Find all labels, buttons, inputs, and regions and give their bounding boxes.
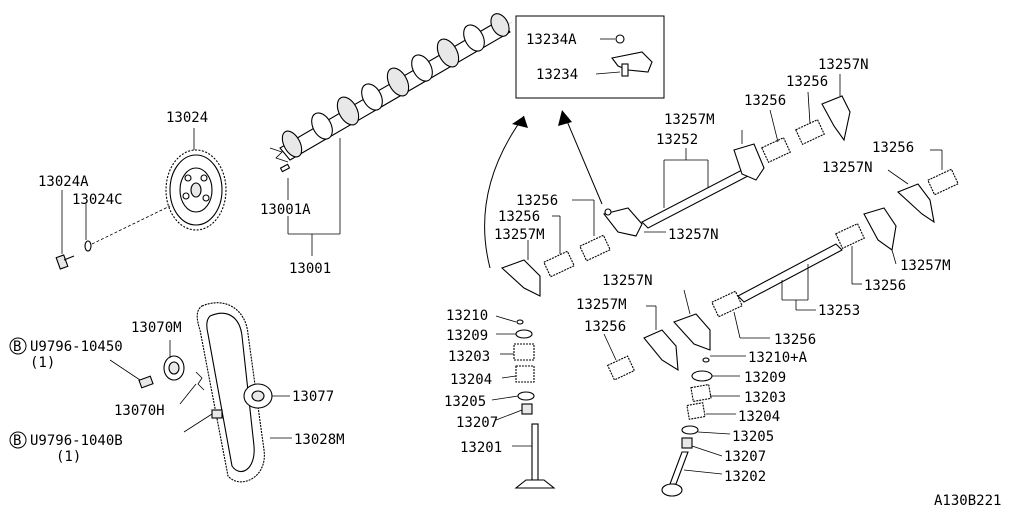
- bolt2-circle: [9, 431, 27, 449]
- label-13253: 13253: [818, 303, 860, 319]
- tensioner-bolt: [138, 375, 154, 389]
- spring-13256-h: [711, 290, 743, 318]
- label-13257N-a: 13257N: [818, 57, 869, 73]
- rocker-arm-13257N-d: [673, 313, 711, 351]
- label-13001A: 13001A: [260, 202, 311, 218]
- spring-13256-a: [795, 118, 825, 146]
- label-13205: 13205: [444, 394, 486, 410]
- tensioner-spring: [195, 371, 205, 391]
- label-13204: 13204: [450, 372, 492, 388]
- label-13077: 13077: [292, 389, 334, 405]
- label-13234A: 13234A: [526, 32, 577, 48]
- label-13209-b: 13209: [744, 370, 786, 386]
- label-13257M-b: 13257M: [494, 227, 545, 243]
- label-13210: 13210: [446, 308, 488, 324]
- label-13209: 13209: [446, 328, 488, 344]
- camshaft-key: [279, 163, 291, 173]
- spring-13256-e: [543, 250, 575, 278]
- rocker-shaft-13253: [737, 243, 843, 303]
- label-13257N-b: 13257N: [668, 227, 719, 243]
- label-13257M-c: 13257M: [900, 258, 951, 274]
- idler-bolt: [211, 409, 223, 419]
- label-13257N-d: 13257N: [602, 273, 653, 289]
- label-13252: 13252: [656, 132, 698, 148]
- sprocket-bolt: [55, 254, 75, 270]
- label-13256-g: 13256: [584, 319, 626, 335]
- label-13207-b: 13207: [724, 449, 766, 465]
- arrowhead-left: [512, 116, 528, 128]
- label-13024C: 13024C: [72, 192, 123, 208]
- label-13256-b: 13256: [744, 93, 786, 109]
- label-13256-a: 13256: [786, 74, 828, 90]
- label-13070H: 13070H: [114, 403, 165, 419]
- cam-sprocket: [165, 149, 227, 231]
- label-13207: 13207: [456, 415, 498, 431]
- rocker-arm-13257N-a: [821, 95, 851, 142]
- label-13028M: 13028M: [294, 432, 345, 448]
- label-13257N-c: 13257N: [822, 160, 873, 176]
- rocker-arm-13257M-d: [643, 329, 679, 372]
- label-13256-d: 13256: [872, 140, 914, 156]
- label-13202: 13202: [724, 469, 766, 485]
- spring-13256-c: [579, 234, 611, 262]
- label-bolt2-qty: (1): [56, 449, 81, 465]
- tensioner: [163, 355, 185, 381]
- label-13257M-d: 13257M: [576, 297, 627, 313]
- label-13024A: 13024A: [38, 174, 89, 190]
- inset-rocker-arm: [595, 34, 653, 77]
- intake-valve-stack: [513, 319, 556, 489]
- label-13256-c: 13256: [516, 193, 558, 209]
- label-13203-b: 13203: [744, 390, 786, 406]
- rocker-arm-13257M-c: [863, 207, 897, 251]
- label-13024: 13024: [166, 110, 208, 126]
- spring-13256-d: [927, 168, 959, 196]
- camshaft: [269, 13, 513, 163]
- inset-box: [515, 15, 665, 99]
- arrow-right: [563, 113, 603, 205]
- arrowhead-right: [558, 110, 572, 126]
- rocker-arm-13257N-b: [603, 207, 643, 237]
- arrow-left: [484, 115, 525, 269]
- spring-13256-b: [761, 136, 791, 164]
- rocker-arm-13257M-a: [733, 143, 765, 181]
- bolt1-circle-letter: B: [13, 339, 21, 355]
- diagram-code: A130B221: [934, 493, 1001, 509]
- label-13234: 13234: [536, 67, 578, 83]
- bolt2-circle-letter: B: [13, 433, 21, 449]
- label-13257M-a: 13257M: [664, 112, 715, 128]
- label-13256-h: 13256: [774, 332, 816, 348]
- idler-pulley: [243, 383, 273, 409]
- label-13256-f: 13256: [864, 278, 906, 294]
- exhaust-valve-stack: [661, 357, 713, 497]
- spring-13256-g: [606, 355, 636, 381]
- label-U9796-1040B: U9796-1040B: [30, 433, 123, 449]
- label-13210A: 13210+A: [748, 350, 808, 366]
- sprocket-washer: [84, 240, 92, 252]
- label-13204-b: 13204: [738, 409, 780, 425]
- label-13205-b: 13205: [732, 429, 774, 445]
- bolt1-circle: [9, 337, 27, 355]
- rocker-arm-13257M-b: [500, 259, 541, 297]
- timing-belt: [196, 302, 265, 483]
- spring-13256-f: [835, 222, 865, 250]
- label-13070M: 13070M: [131, 320, 182, 336]
- label-U9796-10450: U9796-10450: [30, 339, 123, 355]
- rocker-shaft-13252: [641, 169, 749, 229]
- label-13001: 13001: [289, 261, 331, 277]
- rocker-arm-13257N-c: [896, 183, 935, 224]
- label-13201: 13201: [460, 440, 502, 456]
- label-bolt1-qty: (1): [30, 355, 55, 371]
- label-13256-e: 13256: [498, 209, 540, 225]
- label-13203: 13203: [448, 349, 490, 365]
